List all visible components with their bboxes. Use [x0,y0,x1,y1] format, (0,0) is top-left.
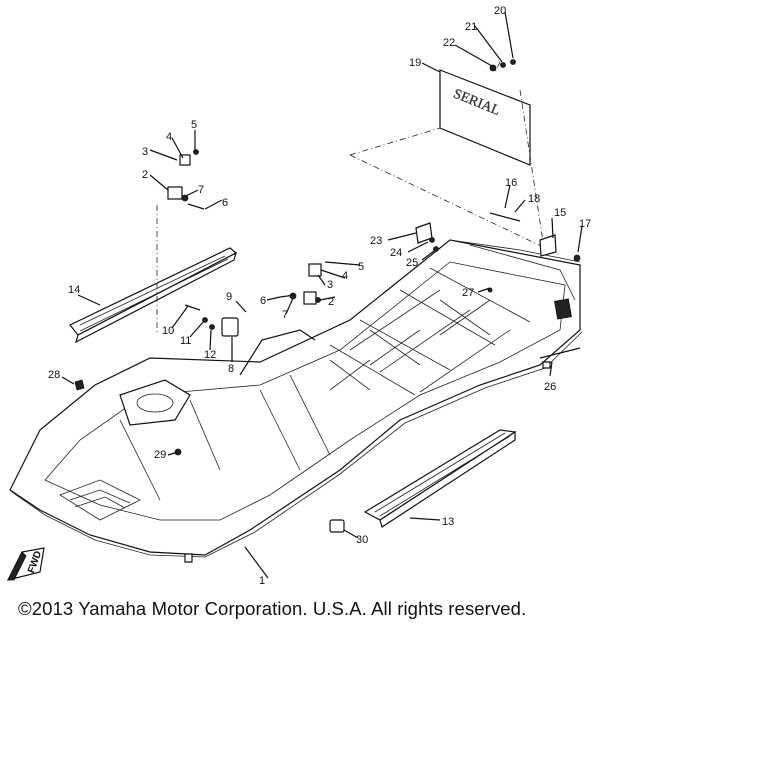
callout-25: 25 [406,257,418,269]
callout-22: 22 [443,37,455,49]
callout-24: 24 [390,247,402,259]
running-board-left [69,247,238,344]
callout-3b: 3 [327,279,333,291]
callout-8: 8 [228,363,234,375]
callout-27: 27 [462,287,474,299]
callout-leaders [61,11,583,579]
callout-5a: 5 [191,119,197,131]
callout-2b: 2 [328,296,334,308]
callout-26: 26 [544,381,556,393]
callout-29: 29 [154,449,166,461]
callout-7b: 7 [282,309,288,321]
callout-19: 19 [409,57,421,69]
serial-plate: SERIAL [439,69,531,166]
callout-numbers: 1 2 2 3 3 4 4 5 5 6 6 7 7 8 9 10 11 12 1… [48,5,591,587]
callout-11: 11 [180,335,191,347]
callout-23: 23 [370,235,382,247]
callout-6a: 6 [222,197,228,209]
callout-30: 30 [356,534,368,546]
callout-7a: 7 [198,184,204,196]
callout-3a: 3 [142,146,148,158]
callout-17: 17 [579,218,591,230]
hardware [74,59,581,533]
callout-28: 28 [48,369,60,381]
callout-13: 13 [442,516,454,528]
callout-16: 16 [505,177,517,189]
callout-21: 21 [465,21,477,33]
callout-6b: 6 [260,295,266,307]
callout-12: 12 [204,349,216,361]
callout-20: 20 [494,5,506,17]
running-board-right [363,429,517,528]
callout-9: 9 [226,291,232,303]
parts-diagram: SERIAL [6,5,591,587]
callout-10: 10 [162,325,174,337]
fwd-arrow-icon: FWD [6,547,45,581]
callout-18: 18 [528,193,540,205]
callout-4a: 4 [166,131,172,143]
callout-15: 15 [554,207,566,219]
copyright-notice: ©2013 Yamaha Motor Corporation. U.S.A. A… [18,598,527,619]
callout-1: 1 [259,575,265,587]
callout-5b: 5 [358,261,364,273]
callout-4b: 4 [342,270,348,282]
callout-2a: 2 [142,169,148,181]
callout-14: 14 [68,284,80,296]
hull-frame [9,239,583,563]
